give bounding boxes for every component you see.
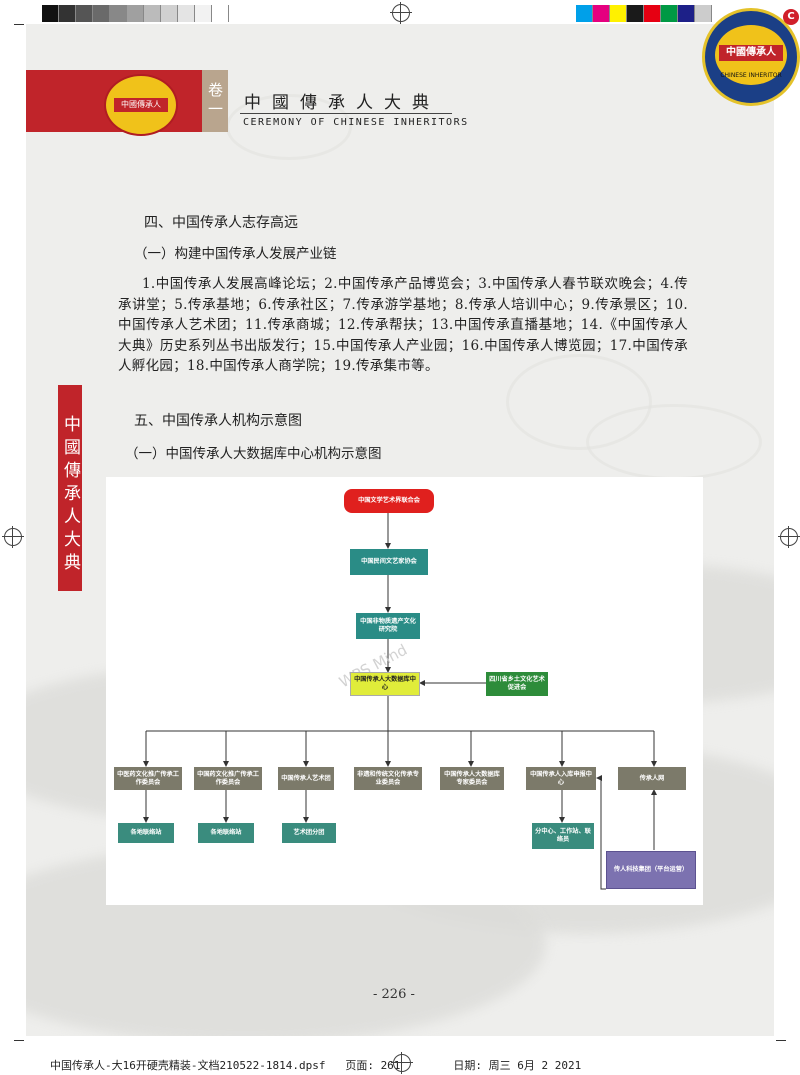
registration-mark-left	[2, 526, 24, 548]
page-number: - 226 -	[373, 987, 415, 1002]
calibration-swatch	[576, 5, 593, 22]
registration-mark-bottom	[391, 1052, 413, 1074]
calibration-swatch	[59, 5, 76, 22]
section-4-subheading: （一）构建中国传承人发展产业链	[134, 246, 337, 262]
header-logo-text: 中國傳承人	[114, 98, 168, 112]
background-cloud-pattern	[586, 404, 762, 480]
org-node-branch: 中国传承人大数据库专家委员会	[440, 767, 504, 790]
org-node-platform: 传人科技集团（平台运营）	[606, 851, 696, 889]
section-5-heading: 五、中国传承人机构示意图	[134, 413, 302, 429]
corner-badge: C	[783, 9, 799, 25]
calibration-swatch	[42, 5, 59, 22]
calibration-swatch	[161, 5, 178, 22]
crop-mark	[14, 24, 24, 25]
header-logo: 中國傳承人	[104, 74, 178, 136]
org-node-branch: 中国传承人艺术团	[278, 767, 334, 790]
grayscale-calibration-bar	[42, 5, 229, 22]
crop-mark	[14, 1040, 24, 1041]
connector-line	[596, 775, 606, 890]
calibration-swatch	[110, 5, 127, 22]
org-node-sub: 各地联络站	[118, 823, 174, 843]
calibration-swatch	[661, 5, 678, 22]
org-node-branch: 中国传承人入库申报中心	[526, 767, 596, 790]
calibration-swatch	[144, 5, 161, 22]
calibration-swatch	[212, 5, 229, 22]
org-node-branch: 非遗和传统文化传承专业委员会	[354, 767, 422, 790]
color-calibration-bar	[576, 5, 712, 22]
org-node-branch: 中医药文化推广传承工作委员会	[114, 767, 182, 790]
crop-mark	[776, 1040, 786, 1041]
registration-mark-right	[778, 526, 800, 548]
calibration-swatch	[627, 5, 644, 22]
org-node-level2: 中国民间文艺家协会	[350, 549, 428, 575]
volume-label: 卷一	[202, 70, 228, 132]
book-title-english: CEREMONY OF CHINESE INHERITORS	[243, 117, 469, 128]
corner-logo: 中國傳承人 CHINESE INHERITOR C	[702, 8, 800, 106]
book-title: 中國傳承人大典	[244, 93, 440, 113]
section-5-subheading: （一）中国传承人大数据库中心机构示意图	[125, 446, 382, 462]
org-node-sub: 各地联络站	[198, 823, 254, 843]
org-chart-connectors	[143, 513, 657, 890]
calibration-swatch	[76, 5, 93, 22]
calibration-swatch	[93, 5, 110, 22]
org-node-branch: 中国药文化推广传承工作委员会	[194, 767, 262, 790]
side-tab-title: 中國傳承人大典	[58, 385, 82, 591]
corner-logo-text: 中國傳承人	[719, 45, 783, 61]
calibration-swatch	[644, 5, 661, 22]
org-node-sub: 分中心、工作站、联络员	[532, 823, 594, 849]
calibration-swatch	[178, 5, 195, 22]
header-divider	[240, 113, 452, 114]
registration-mark-top	[390, 2, 412, 24]
calibration-swatch	[127, 5, 144, 22]
calibration-swatch	[593, 5, 610, 22]
corner-logo-english: CHINESE INHERITOR	[720, 72, 782, 79]
section-4-heading: 四、中国传承人志存高远	[144, 215, 298, 231]
org-node-branch: 传承人网	[618, 767, 686, 790]
print-slug-footer: 中国传承人-大16开硬壳精装-文档210522-1814.dpsf 页面: 26…	[50, 1059, 582, 1072]
calibration-swatch	[195, 5, 212, 22]
calibration-swatch	[610, 5, 627, 22]
org-node-center: 中国传承人大数据库中心	[350, 672, 420, 696]
corner-logo-emblem: 中國傳承人 CHINESE INHERITOR	[715, 25, 787, 85]
calibration-swatch	[695, 5, 712, 22]
org-chart: WPS Mind 中国文学艺术界联合会 中国民间文艺家协会 中国非物质遗产文化研…	[106, 477, 703, 905]
org-node-level3: 中国非物质遗产文化研究院	[356, 613, 420, 639]
org-node-sub: 艺术团分团	[282, 823, 336, 843]
org-node-top: 中国文学艺术界联合会	[344, 489, 434, 513]
calibration-swatch	[678, 5, 695, 22]
section-4-body: 1.中国传承人发展高峰论坛；2.中国传承产品博览会；3.中国传承人春节联欢晚会；…	[118, 276, 688, 375]
org-node-side-partner: 四川省乡土文化艺术促进会	[486, 672, 548, 696]
background-cloud-pattern	[506, 354, 652, 450]
